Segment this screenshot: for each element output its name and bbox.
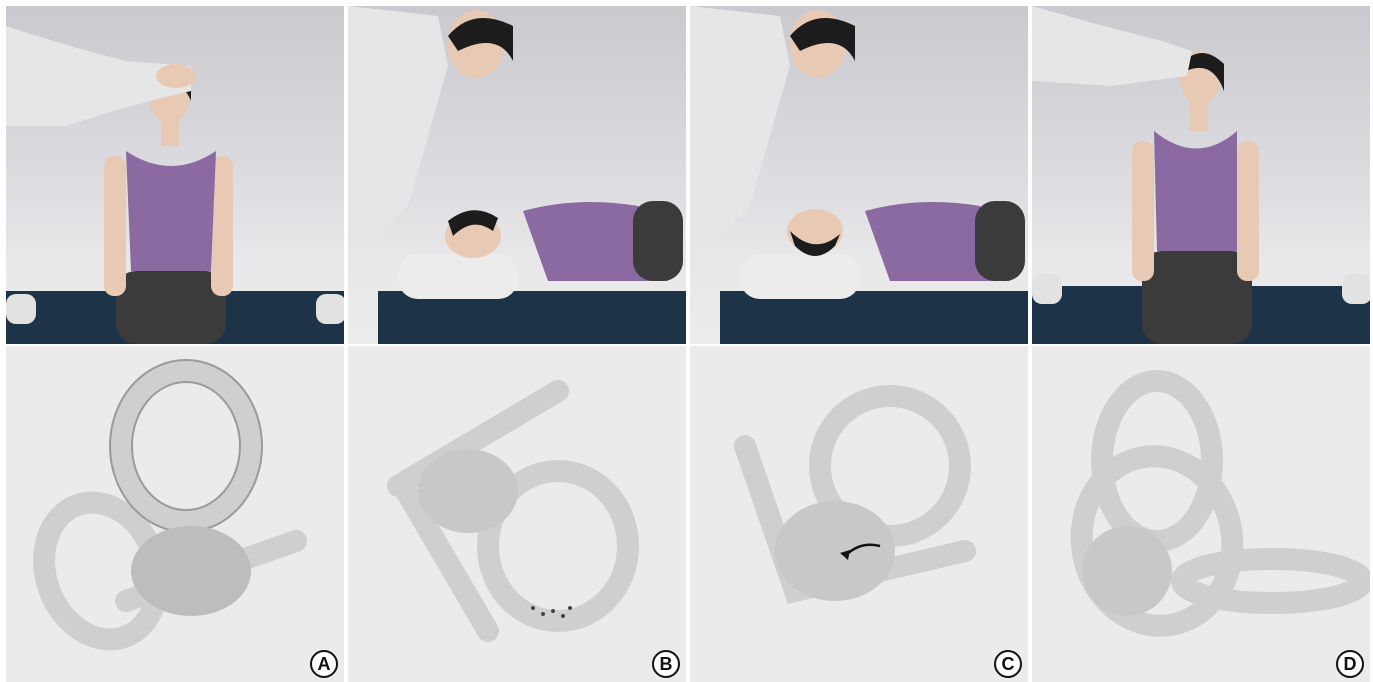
examiner-body	[348, 6, 448, 236]
utricle	[418, 449, 518, 533]
tank-top	[126, 151, 216, 271]
patient-scene-d	[1032, 6, 1370, 344]
pillow	[740, 254, 860, 299]
neck	[1190, 101, 1208, 131]
panel-label-d: D	[1336, 650, 1364, 678]
left-arm	[104, 156, 126, 296]
right-arm	[1237, 141, 1259, 281]
examiner-arm	[1032, 6, 1192, 86]
pillow-left	[1032, 274, 1062, 304]
patient-scene-b	[348, 6, 686, 344]
utricle	[1082, 526, 1172, 616]
inner-ear-a	[6, 346, 344, 682]
tank-top	[1154, 131, 1237, 251]
pillow	[398, 254, 518, 299]
panel-label-b: B	[652, 650, 680, 678]
left-arm	[1132, 141, 1154, 281]
patient-scene-a	[6, 6, 344, 344]
inner-ear-d	[1032, 346, 1370, 682]
inner-ear-b	[348, 346, 686, 682]
pants	[975, 201, 1025, 281]
patient-scene-c	[690, 6, 1028, 344]
utricle	[775, 501, 895, 601]
panel-label-a: A	[310, 650, 338, 678]
panel-c: C	[690, 0, 1028, 682]
pillow-right	[316, 294, 344, 324]
pants	[1142, 251, 1252, 344]
panel-b: B	[348, 0, 686, 682]
pants	[633, 201, 683, 281]
inner-ear-c	[690, 346, 1028, 682]
utricle	[131, 526, 251, 616]
pillow-left	[6, 294, 36, 324]
pants	[116, 271, 226, 344]
pillow-right	[1342, 274, 1370, 304]
examiner-hand	[156, 64, 196, 88]
panel-label-c: C	[994, 650, 1022, 678]
panel-d: D	[1032, 0, 1370, 682]
examiner-body	[690, 6, 790, 236]
panel-a: A	[6, 0, 344, 682]
